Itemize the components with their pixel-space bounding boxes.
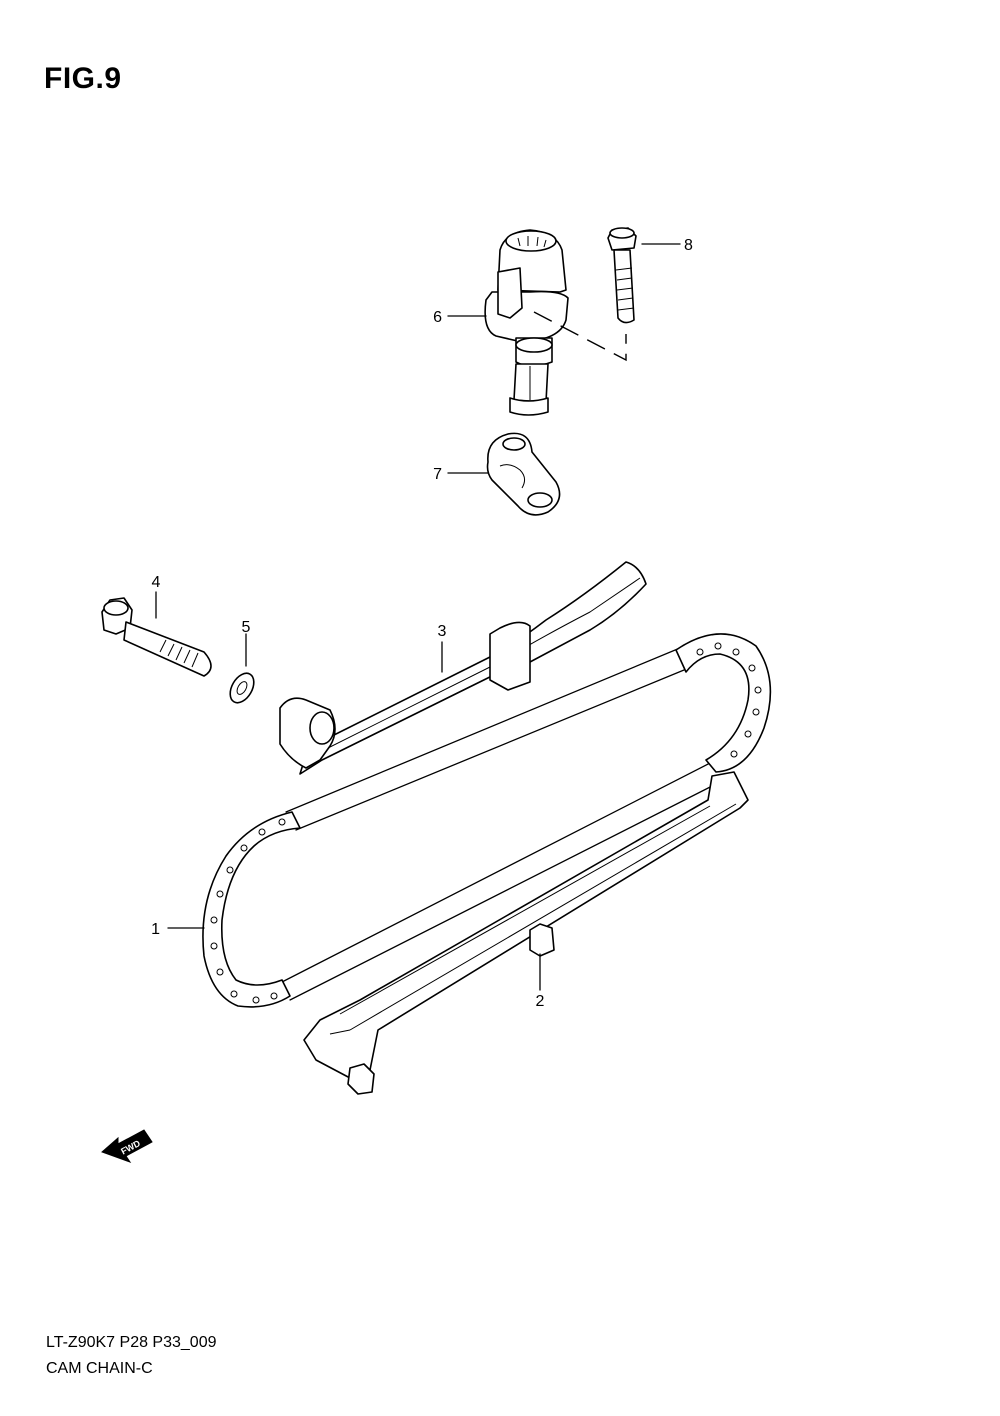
drawing-code: LT-Z90K7 P28 P33_009	[46, 1334, 217, 1351]
bolt-8	[607, 227, 637, 324]
tensioner-adjuster	[484, 229, 627, 416]
cam-chain-1	[202, 633, 772, 1008]
fwd-arrow-icon: FWD	[101, 1129, 153, 1163]
drawing-name: CAM CHAIN-C	[46, 1360, 153, 1377]
gasket-7	[486, 432, 561, 516]
callout-6: 6	[433, 309, 442, 326]
callout-2: 2	[536, 993, 545, 1010]
callout-3: 3	[438, 623, 447, 640]
bolt-4	[101, 597, 212, 677]
callout-7: 7	[433, 466, 442, 483]
tensioner-guide-3	[279, 561, 647, 775]
chain-guide-2	[303, 771, 749, 1095]
callout-8: 8	[684, 237, 693, 254]
callout-5: 5	[242, 619, 251, 636]
washer-5	[229, 672, 255, 704]
callout-1: 1	[151, 921, 160, 938]
callout-leaders	[155, 243, 681, 991]
figure-title: FIG.9	[44, 62, 122, 95]
callout-4: 4	[152, 574, 161, 591]
